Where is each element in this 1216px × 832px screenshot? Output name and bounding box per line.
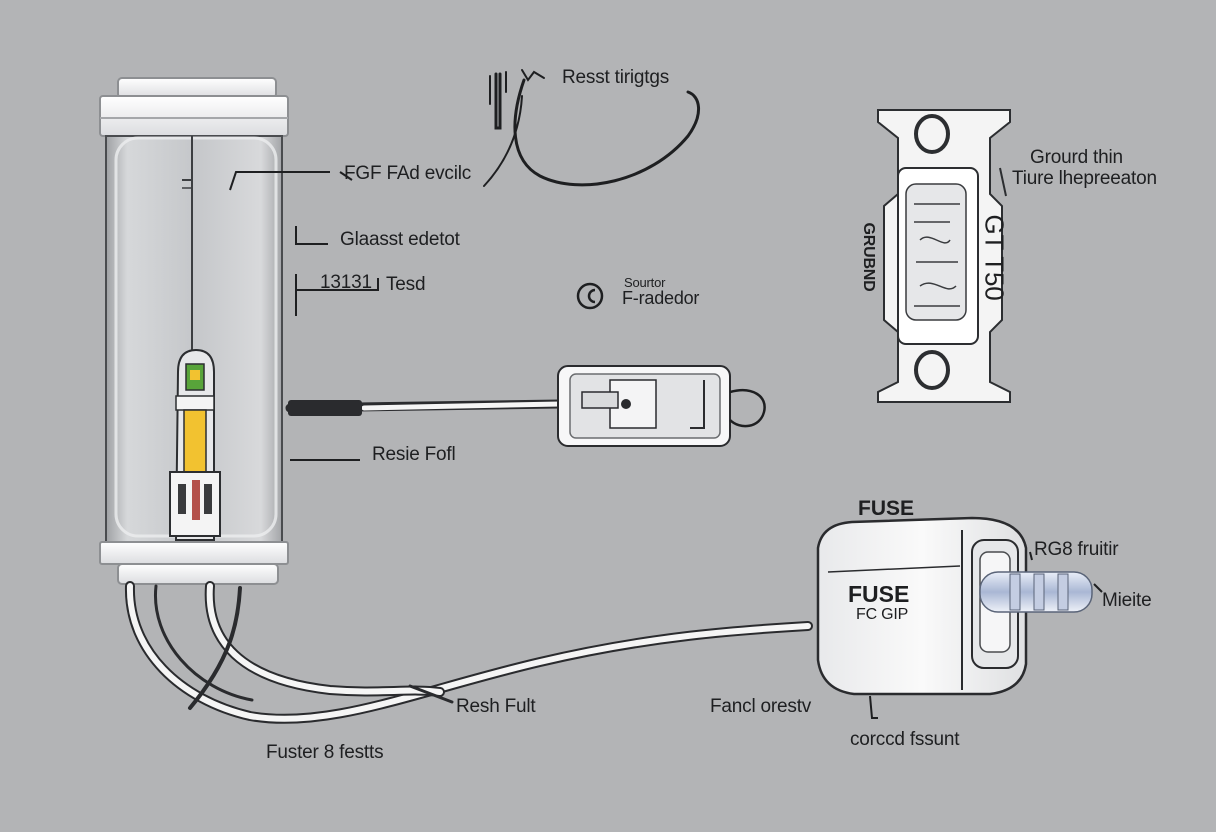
copyright-icon xyxy=(576,282,604,310)
plate-label-right: GT T50 xyxy=(979,214,1010,301)
label-sourtor-bottom: F-radedor xyxy=(622,288,700,308)
label-test-word: Tesd xyxy=(386,274,426,295)
label-sourtor-top: Sourtor xyxy=(624,275,666,290)
label-reset-triggers: Resst tirigtgs xyxy=(562,67,670,88)
glass-fuse-tube xyxy=(99,77,289,585)
label-fuse-title: FUSE xyxy=(858,497,915,520)
label-fuster-tests: Fuster 8 festts xyxy=(266,742,384,763)
label-glass-element: Glaasst edetot xyxy=(340,229,460,250)
label-fard-orestv: Fancl orestv xyxy=(710,696,812,717)
label-resh-fult: Resh Fult xyxy=(456,696,536,717)
label-fuse-body-sub: FC GIP xyxy=(856,606,909,623)
label-ground-thin: Grourd thin xyxy=(1030,147,1123,168)
wall-plate xyxy=(877,109,1011,403)
tube-bottom-cap xyxy=(99,541,289,565)
label-test-number: 13131 xyxy=(320,272,372,293)
label-corced-fssunt: corccd fssunt xyxy=(850,729,960,750)
fuse-element xyxy=(169,348,221,541)
label-reset-fault: Resie Fofl xyxy=(372,444,456,465)
tube-top-cap xyxy=(99,95,289,137)
wires xyxy=(124,399,813,724)
label-ture-inspection: Tiure lhepreeaton xyxy=(1012,168,1157,189)
label-mielite: Mieite xyxy=(1102,590,1152,611)
label-rg-fruitr: RG8 fruitir xyxy=(1034,539,1119,560)
plate-label-left: GRUBND xyxy=(860,222,877,292)
label-fuse-body: FUSE xyxy=(848,581,910,607)
small-connector xyxy=(557,365,766,447)
test-probe xyxy=(483,69,700,187)
leader-lines xyxy=(229,171,379,461)
label-fgf-fad: FGF FAd evcilc xyxy=(344,163,472,184)
fuse-box xyxy=(816,516,1103,719)
